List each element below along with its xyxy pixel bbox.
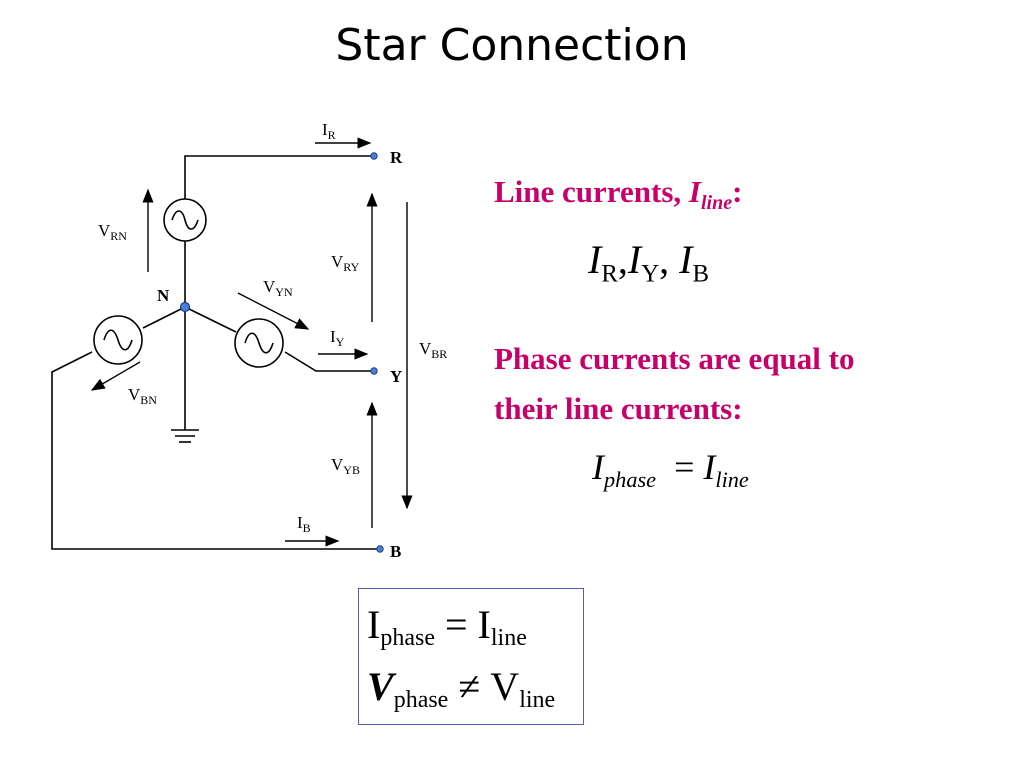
terminal-y-node [370,367,378,375]
label-i-r: IR [322,120,336,142]
neutral-label: N [157,286,170,305]
phase-currents-line-1: Phase currents are equal to [494,341,855,376]
label-v-rn: VRN [98,221,127,243]
wire-r-phase [184,155,372,307]
phase-currents-text: Phase currents are equal to their line c… [494,339,854,429]
terminal-r-label: R [390,148,403,167]
terminal-r-node [370,152,378,160]
arrow-v-yn [237,292,310,330]
terminal-b-label: B [390,542,401,561]
wiring [51,155,378,550]
neutral-node [179,301,191,313]
summary-row-voltage: Vphase≠Vline [367,664,556,714]
ac-source-r-icon [163,198,207,242]
label-i-b: IB [297,513,311,535]
star-connection-diagram: R Y B N IR VRN VRY VYN IY VBR VBN VYB IB [51,120,447,561]
arrow-v-bn [90,361,141,391]
slide-title: Star Connection [335,20,689,71]
phase-currents-line-2: their line currents: [494,391,743,426]
terminal-b-node [376,545,384,553]
wire-b-phase [51,306,378,550]
line-currents-heading: Line currents, Iline: [494,174,743,215]
label-v-yn: VYN [263,277,293,299]
phase-currents-equation: Iphase = Iline [592,447,749,492]
label-v-br: VBR [419,339,447,361]
label-v-bn: VBN [128,385,157,407]
label-v-ry: VRY [331,252,360,274]
wire-y-phase [184,306,372,372]
label-i-y: IY [330,327,345,349]
label-v-yb: VYB [331,455,360,477]
ac-source-y-icon [234,318,284,368]
ac-source-b-icon [93,315,143,365]
summary-box: Iphase=Iline Vphase≠Vline [358,588,584,725]
terminal-y-label: Y [390,367,402,386]
line-currents-equation: IR,IY, IB [588,237,709,288]
summary-row-current: Iphase=Iline [367,602,527,652]
earth-symbol-icon [171,429,199,443]
